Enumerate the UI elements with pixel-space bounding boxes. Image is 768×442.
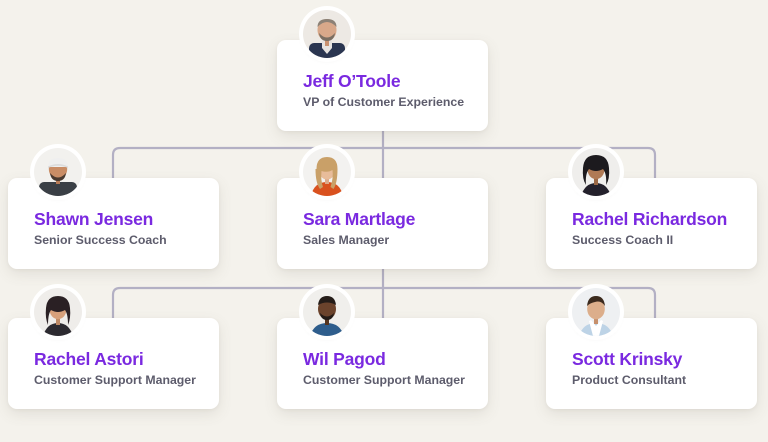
person-title: Success Coach II <box>572 233 674 247</box>
person-name: Wil Pagod <box>303 349 386 369</box>
card-text: Jeff O’Toole VP of Customer Experience <box>303 70 472 111</box>
card-text: Sara Martlage Sales Manager <box>303 208 472 249</box>
card-text: Rachel Richardson Success Coach II <box>572 208 741 249</box>
person-name: Shawn Jensen <box>34 209 154 229</box>
card-text: Rachel Astori Customer Support Manager <box>34 348 203 389</box>
card-text: Wil Pagod Customer Support Manager <box>303 348 472 389</box>
avatar-photo-rachel-astori <box>34 288 82 336</box>
person-name: Sara Martlage <box>303 209 416 229</box>
avatar-photo-scott-krinsky <box>572 288 620 336</box>
person-name: Rachel Richardson <box>572 209 728 229</box>
person-title: Product Consultant <box>572 373 687 387</box>
person-title: Senior Success Coach <box>34 233 167 247</box>
avatar-illustration <box>572 288 620 336</box>
person-title: VP of Customer Experience <box>303 95 465 109</box>
avatar-photo-rachel-richardson <box>572 148 620 196</box>
avatar-photo-wil-pagod <box>303 288 351 336</box>
avatar-illustration <box>34 148 82 196</box>
person-title: Sales Manager <box>303 233 390 247</box>
avatar-illustration <box>34 288 82 336</box>
org-node-shawn-jensen[interactable]: Shawn Jensen Senior Success Coach <box>8 148 219 269</box>
avatar-photo-sara-martlage <box>303 148 351 196</box>
person-name: Rachel Astori <box>34 349 144 369</box>
person-title: Customer Support Manager <box>303 373 465 387</box>
org-node-rachel-richardson[interactable]: Rachel Richardson Success Coach II <box>546 148 757 269</box>
avatar-illustration <box>572 148 620 196</box>
person-name: Jeff O’Toole <box>303 71 401 91</box>
org-node-scott-krinsky[interactable]: Scott Krinsky Product Consultant <box>546 288 757 409</box>
avatar-photo-jeff-otoole <box>303 10 351 58</box>
org-node-jeff-otoole[interactable]: Jeff O’Toole VP of Customer Experience <box>277 10 488 131</box>
org-node-sara-martlage[interactable]: Sara Martlage Sales Manager <box>277 148 488 269</box>
org-node-wil-pagod[interactable]: Wil Pagod Customer Support Manager <box>277 288 488 409</box>
avatar-illustration <box>303 148 351 196</box>
card-text: Scott Krinsky Product Consultant <box>572 348 741 389</box>
person-name: Scott Krinsky <box>572 349 683 369</box>
card-text: Shawn Jensen Senior Success Coach <box>34 208 203 249</box>
avatar-illustration <box>303 10 351 58</box>
org-node-rachel-astori[interactable]: Rachel Astori Customer Support Manager <box>8 288 219 409</box>
person-title: Customer Support Manager <box>34 373 196 387</box>
avatar-photo-shawn-jensen <box>34 148 82 196</box>
avatar-illustration <box>303 288 351 336</box>
